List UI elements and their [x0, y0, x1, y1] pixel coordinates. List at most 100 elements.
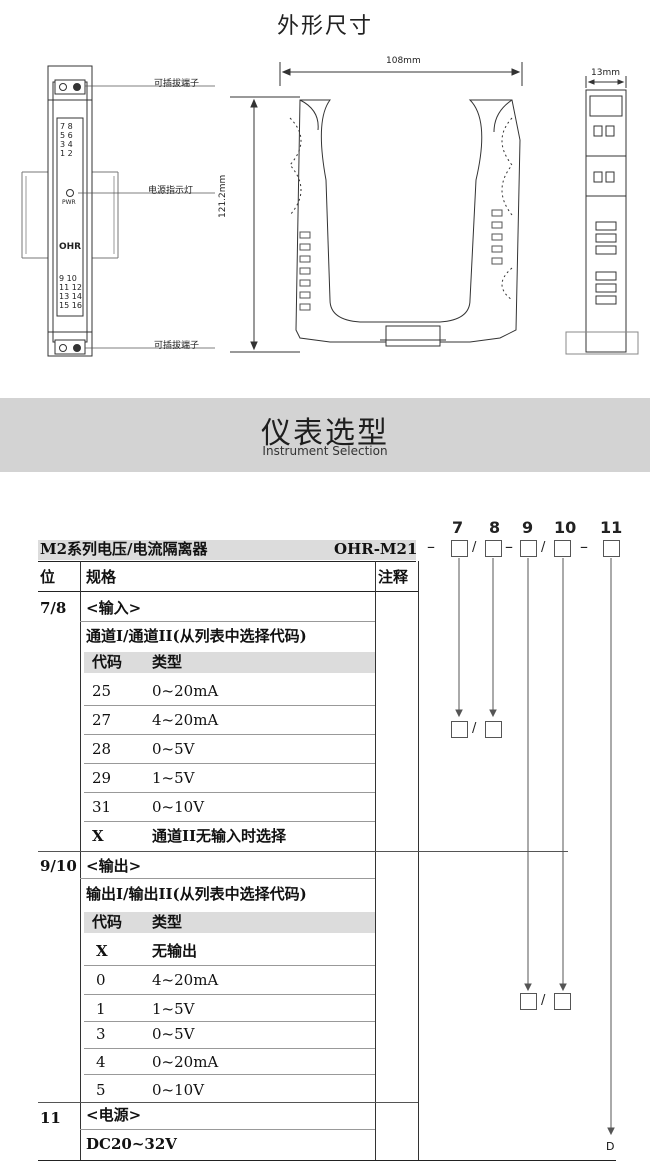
dash-3: – [580, 537, 588, 556]
input-result-slash: / [472, 721, 477, 736]
output-result-box-2[interactable] [554, 993, 571, 1010]
output-code-0: 0 [96, 971, 106, 989]
input-title: <输入> [86, 599, 142, 617]
rule [80, 1129, 375, 1130]
output-type-0: 4~20mA [152, 971, 219, 989]
code-box-10[interactable] [554, 540, 571, 557]
series-header-bg [38, 540, 416, 560]
output-code-3: 3 [96, 1025, 106, 1043]
side-view [230, 62, 523, 353]
input-type-29: 1~5V [152, 769, 195, 787]
rule [80, 621, 375, 622]
power-pos: 11 [40, 1109, 61, 1127]
rule [84, 792, 375, 793]
output-code-header: 代码 [92, 913, 123, 931]
power-title: <电源> [86, 1106, 142, 1124]
input-code-25: 25 [92, 682, 112, 700]
rule [84, 1021, 375, 1022]
input-result-box-1[interactable] [451, 721, 468, 738]
input-code-x: X [92, 827, 104, 845]
module-terminals-bottom: 9 10 11 12 13 14 15 16 [59, 274, 82, 310]
header-spec: 规格 [86, 568, 117, 586]
output-code-header-bg [84, 912, 375, 933]
power-code: D [606, 1140, 615, 1153]
rule [84, 763, 375, 764]
input-code-header-bg [84, 652, 375, 673]
rule [84, 965, 375, 966]
module-brand: OHR [59, 242, 82, 252]
input-pos: 7/8 [40, 599, 67, 617]
series-name: M2系列电压/电流隔离器 [40, 540, 208, 558]
header-note: 注释 [378, 568, 409, 586]
power-led-label: 电源指示灯 [148, 186, 194, 196]
input-result-box-2[interactable] [485, 721, 502, 738]
dash-2: – [505, 537, 513, 556]
output-type-1: 1~5V [152, 1000, 195, 1018]
power-value: DC20~32V [86, 1135, 177, 1153]
output-code-5: 5 [96, 1081, 106, 1099]
terminal-bottom-label: 可插拔端子 [154, 341, 200, 351]
pos-number-9: 9 [522, 518, 534, 537]
width-dimension: 108mm [386, 56, 421, 66]
pos-number-11: 11 [600, 518, 623, 537]
rule [84, 705, 375, 706]
module-pwr-label: PWR [62, 199, 76, 206]
output-code-x: X [96, 942, 108, 960]
col-divider-note [375, 561, 376, 1161]
code-box-11[interactable] [603, 540, 620, 557]
pos-number-7: 7 [452, 518, 464, 537]
slash-1: / [472, 540, 477, 555]
col-divider-right [418, 561, 419, 1161]
input-type-header: 类型 [152, 653, 183, 671]
terminal-top-label: 可插拔端子 [154, 79, 200, 89]
input-code-31: 31 [92, 798, 112, 816]
dimension-drawing [21, 62, 639, 357]
pos-number-10: 10 [554, 518, 577, 537]
rule [84, 994, 375, 995]
table-bottom-rule [38, 1160, 616, 1161]
rule [84, 821, 375, 822]
output-desc: 输出I/输出II(从列表中选择代码) [86, 885, 307, 903]
output-result-slash: / [541, 993, 546, 1008]
output-result-box-1[interactable] [520, 993, 537, 1010]
slash-2: / [541, 540, 546, 555]
col-divider-pos [80, 561, 81, 1161]
header-pos: 位 [40, 568, 56, 586]
code-box-9[interactable] [520, 540, 537, 557]
input-type-x: 通道II无输入时选择 [152, 827, 287, 845]
model-prefix: OHR-M21 [334, 540, 418, 558]
output-type-header: 类型 [152, 913, 183, 931]
input-code-29: 29 [92, 769, 112, 787]
selection-title: 仪表选型 [261, 416, 389, 451]
output-type-3: 0~5V [152, 1025, 195, 1043]
module-terminals-top: 7 8 5 6 3 4 1 2 [60, 122, 73, 158]
rule [84, 1074, 375, 1075]
input-code-27: 27 [92, 711, 112, 729]
rule [84, 1048, 375, 1049]
output-type-x: 无输出 [152, 942, 198, 960]
input-code-28: 28 [92, 740, 112, 758]
output-title: <输出> [86, 857, 142, 875]
code-box-7[interactable] [451, 540, 468, 557]
input-type-25: 0~20mA [152, 682, 219, 700]
input-type-31: 0~10V [152, 798, 205, 816]
output-code-1: 1 [96, 1000, 106, 1018]
pos-number-8: 8 [489, 518, 501, 537]
code-box-8[interactable] [485, 540, 502, 557]
selection-subtitle: Instrument Selection [262, 444, 388, 458]
narrow-view [565, 76, 639, 355]
rule [80, 878, 375, 879]
input-type-27: 4~20mA [152, 711, 219, 729]
rule [38, 1102, 418, 1103]
dimension-title: 外形尺寸 [276, 14, 373, 39]
rule [38, 591, 418, 592]
output-pos: 9/10 [40, 857, 77, 875]
output-code-4: 4 [96, 1053, 106, 1071]
thickness-dimension: 13mm [591, 68, 620, 78]
output-type-5: 0~10V [152, 1081, 205, 1099]
input-type-28: 0~5V [152, 740, 195, 758]
input-desc: 通道I/通道II(从列表中选择代码) [86, 627, 307, 645]
rule [38, 561, 416, 562]
input-code-header: 代码 [92, 653, 123, 671]
